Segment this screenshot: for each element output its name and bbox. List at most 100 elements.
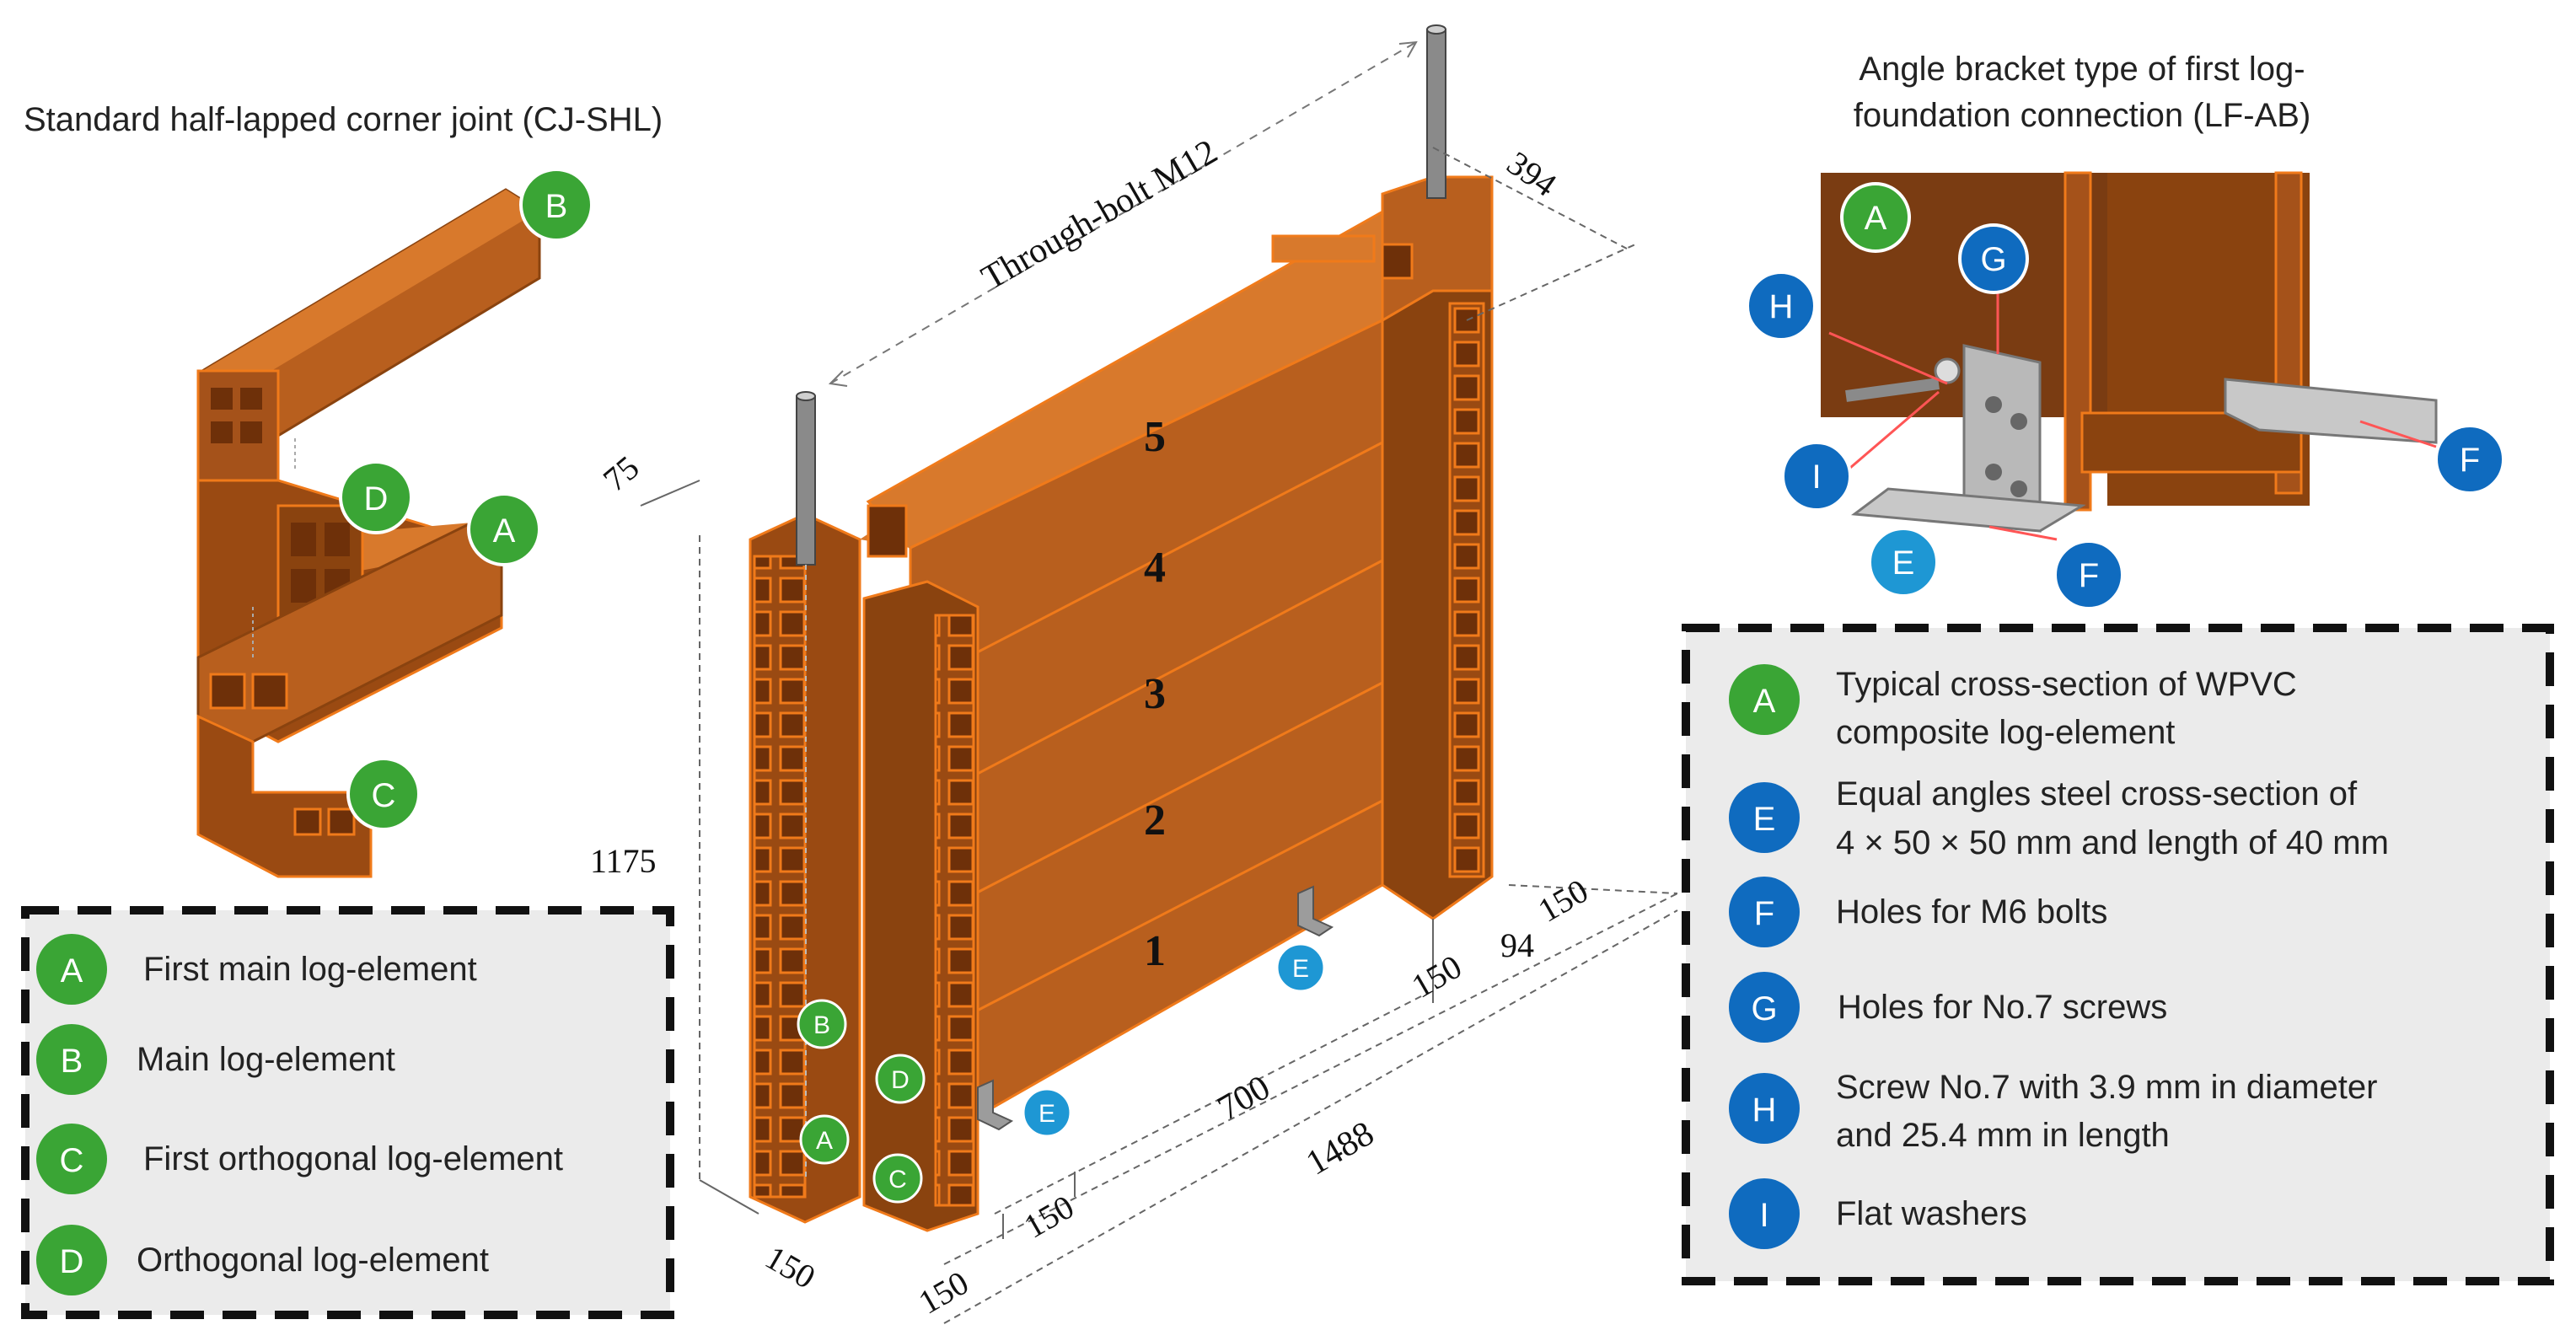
badge-d-wall: D (875, 1054, 926, 1104)
svg-text:G: G (1980, 241, 2006, 278)
svg-text:2: 2 (1144, 797, 1166, 845)
dim-1488: 1488 (1300, 1114, 1381, 1183)
svg-text:E: E (1038, 1100, 1055, 1128)
right-legend: A Typical cross-section of WPVC composit… (1682, 624, 2554, 1285)
dim-94: 94 (1500, 926, 1534, 964)
badge-e-wall-left: E (1022, 1087, 1072, 1138)
angle-bracket-left (977, 1079, 1014, 1131)
svg-text:H: H (1752, 1092, 1777, 1129)
svg-text:F: F (2460, 442, 2480, 479)
svg-text:D: D (60, 1243, 84, 1280)
dim-150-b: 150 (1405, 947, 1468, 1006)
photo-badge-g: G (1958, 223, 2029, 294)
legend-item-e-right: E Equal angles steel cross-section of 4 … (1729, 775, 2389, 861)
legend-item-g-right: G Holes for No.7 screws (1729, 972, 2167, 1043)
svg-text:B: B (545, 188, 568, 225)
badge-c-joint: C (346, 757, 421, 831)
photo-badge-i: I (1781, 441, 1852, 512)
dim-150-a: 150 (1532, 872, 1594, 930)
svg-text:A: A (1865, 200, 1887, 237)
svg-text:Holes for M6 bolts: Holes for M6 bolts (1836, 893, 2107, 931)
svg-text:C: C (888, 1166, 907, 1193)
right-panel-title-line1: Angle bracket type of first log- (1859, 51, 2305, 88)
legend-item-i-right: I Flat washers (1729, 1178, 2027, 1249)
dimension-lines (640, 147, 1678, 1324)
dim-1175: 1175 (590, 842, 657, 880)
svg-text:A: A (1753, 683, 1776, 720)
svg-text:I: I (1759, 1197, 1768, 1234)
left-legend: A First main log-element B Main log-elem… (21, 906, 674, 1319)
angle-bracket-right (1297, 885, 1334, 937)
legend-item-f-right: F Holes for M6 bolts (1729, 877, 2107, 947)
legend-item-b: B Main log-element (36, 1024, 395, 1095)
photo-badge-f-bottom: F (2053, 539, 2124, 610)
svg-text:3: 3 (1144, 670, 1166, 718)
bracket-photo (1821, 171, 2438, 541)
through-bolt-left (796, 391, 816, 1180)
svg-text:G: G (1751, 990, 1777, 1027)
legend-item-a: A First main log-element (36, 934, 477, 1005)
photo-badge-f-right: F (2434, 424, 2505, 495)
svg-text:B: B (813, 1011, 830, 1039)
svg-text:Equal angles steel cross-secti: Equal angles steel cross-section of (1836, 775, 2358, 813)
dim-394: 394 (1500, 144, 1564, 204)
log-numbers: 5 4 3 2 1 (1144, 413, 1166, 975)
dim-150-d: 150 (912, 1263, 974, 1322)
svg-text:D: D (891, 1066, 910, 1094)
photo-badge-h: H (1746, 271, 1817, 341)
corner-joint-drawing (196, 188, 541, 878)
svg-text:D: D (364, 480, 389, 518)
svg-text:Flat washers: Flat washers (1836, 1195, 2027, 1232)
svg-text:E: E (1892, 544, 1915, 582)
svg-text:and 25.4 mm in length: and 25.4 mm in length (1836, 1117, 2170, 1154)
dim-150-e: 150 (759, 1238, 822, 1296)
left-panel: Standard half-lapped corner joint (CJ-SH… (21, 101, 674, 1319)
photo-badge-a: A (1840, 182, 1911, 253)
svg-text:A: A (493, 512, 516, 550)
badge-b-wall: B (797, 999, 847, 1049)
right-panel: Angle bracket type of first log- foundat… (1682, 51, 2554, 1285)
svg-text:E: E (1292, 955, 1309, 983)
badge-a-joint: A (467, 492, 541, 566)
svg-text:Holes for No.7 screws: Holes for No.7 screws (1838, 989, 2167, 1026)
svg-text:4: 4 (1144, 544, 1166, 592)
center-panel: Through-bolt M12 5 4 3 2 1 B D A (590, 24, 1678, 1324)
badge-b-top: B (519, 168, 593, 242)
badge-a-wall: A (799, 1114, 850, 1165)
svg-text:First orthogonal log-element: First orthogonal log-element (143, 1140, 563, 1177)
svg-text:First main log-element: First main log-element (143, 951, 477, 988)
through-bolt-label: Through-bolt M12 (975, 132, 1224, 298)
legend-item-h-right: H Screw No.7 with 3.9 mm in diameter and… (1729, 1069, 2377, 1154)
svg-text:F: F (2079, 557, 2099, 594)
legend-item-a-right: A Typical cross-section of WPVC composit… (1729, 664, 2297, 751)
dim-75: 75 (596, 448, 647, 499)
dim-150-c: 150 (1017, 1188, 1080, 1246)
badge-d-joint: D (339, 460, 413, 534)
svg-text:Typical cross-section of WPVC: Typical cross-section of WPVC (1836, 666, 2297, 703)
svg-text:F: F (1754, 895, 1774, 932)
legend-item-d: D Orthogonal log-element (36, 1225, 489, 1295)
svg-text:A: A (816, 1127, 833, 1155)
svg-text:4 × 50 × 50 mm and length of: 4 × 50 × 50 mm and length of 40 mm (1836, 824, 2389, 861)
right-end-column (1271, 175, 1494, 920)
svg-text:A: A (61, 952, 83, 990)
legend-item-c: C First orthogonal log-element (36, 1124, 563, 1194)
orthogonal-column (862, 580, 979, 1232)
right-panel-title-line2: foundation connection (LF-AB) (1854, 97, 2311, 134)
photo-badge-e: E (1868, 527, 1939, 598)
svg-text:Screw No.7 with 3.9 mm in dia: Screw No.7 with 3.9 mm in diameter (1836, 1069, 2377, 1106)
left-panel-title: Standard half-lapped corner joint (CJ-SH… (24, 101, 663, 138)
svg-text:C: C (372, 777, 396, 814)
badge-e-wall-right: E (1275, 942, 1326, 993)
through-bolt-right (1426, 24, 1446, 199)
svg-text:Main log-element: Main log-element (137, 1041, 395, 1078)
svg-text:Orthogonal log-element: Orthogonal log-element (137, 1242, 489, 1279)
svg-text:B: B (61, 1043, 83, 1080)
dim-700: 700 (1211, 1068, 1277, 1128)
svg-text:C: C (60, 1142, 84, 1179)
svg-text:I: I (1811, 459, 1821, 496)
svg-text:H: H (1769, 288, 1794, 325)
svg-text:5: 5 (1144, 413, 1166, 461)
badge-c-wall: C (872, 1153, 923, 1204)
